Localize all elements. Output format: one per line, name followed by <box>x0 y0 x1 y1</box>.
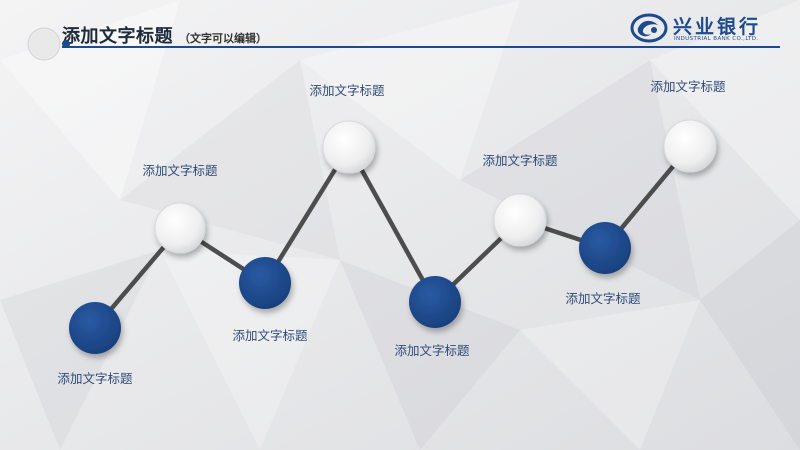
node-label-4: 添加文字标题 <box>309 83 385 98</box>
header-title-group: 添加文字标题 （文字可以编辑） <box>62 22 267 47</box>
bank-logo: 兴业银行 INDUSTRIAL BANK CO.,LTD. <box>630 12 780 44</box>
node-label-5: 添加文字标题 <box>394 343 470 358</box>
node-label-7: 添加文字标题 <box>565 291 641 306</box>
connector-line-3 <box>262 144 352 286</box>
bank-name-english: INDUSTRIAL BANK CO.,LTD. <box>674 36 759 42</box>
timeline-node-1-blue <box>69 302 121 354</box>
timeline-node-3-blue <box>239 257 291 309</box>
timeline-node-6-white <box>493 193 547 247</box>
timeline-node-7-blue <box>579 222 631 274</box>
connector-line-4 <box>346 144 438 305</box>
timeline-node-4-white <box>322 120 376 174</box>
header-divider <box>62 46 780 48</box>
timeline-node-2-white <box>154 202 206 254</box>
node-label-8: 添加文字标题 <box>650 79 726 94</box>
timeline-node-8-white <box>663 119 717 173</box>
node-label-3: 添加文字标题 <box>232 328 308 343</box>
node-label-2: 添加文字标题 <box>142 163 218 178</box>
header-dot <box>62 40 70 48</box>
bank-name: 兴业银行 <box>673 16 762 38</box>
timeline-node-5-blue <box>409 276 461 328</box>
page-subtitle: （文字可以编辑） <box>179 32 267 45</box>
node-label-6: 添加文字标题 <box>482 153 558 168</box>
page-title: 添加文字标题 <box>62 26 173 47</box>
node-label-1: 添加文字标题 <box>57 371 133 386</box>
timeline-nodes <box>69 119 717 354</box>
industrial-bank-logo-icon <box>630 13 668 43</box>
